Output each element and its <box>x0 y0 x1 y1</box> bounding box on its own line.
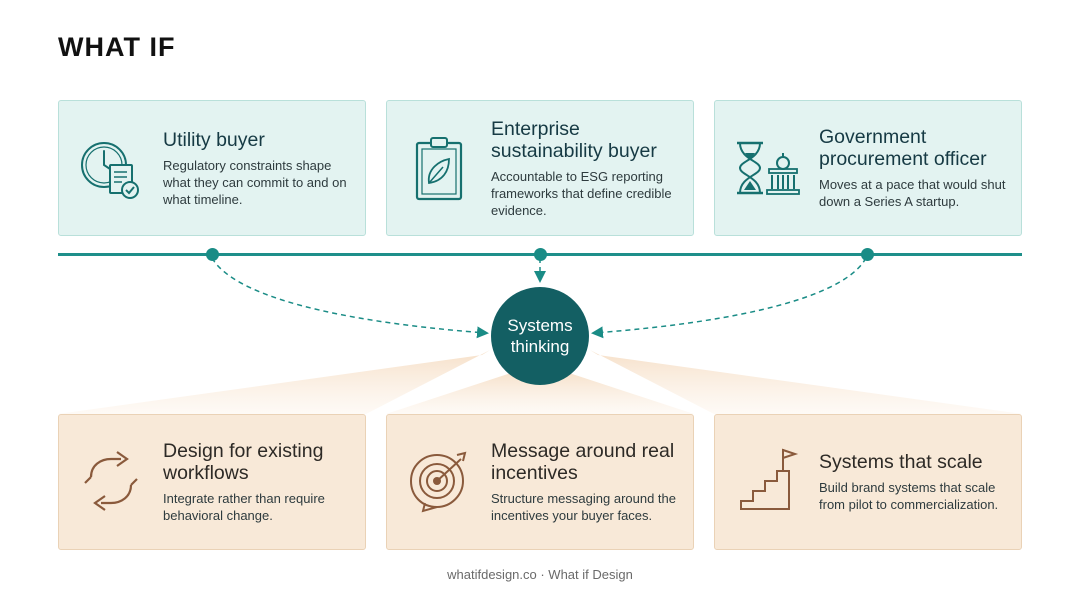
target-speech-icon <box>409 451 467 513</box>
card-title: Design for existing workflows <box>163 440 324 484</box>
systems-thinking-hub: Systems thinking <box>491 287 589 385</box>
card-utility-buyer: Utility buyer Regulatory constraints sha… <box>58 100 366 236</box>
rail-node <box>534 248 547 261</box>
stairs-flag-icon <box>740 448 799 510</box>
card-description: Regulatory constraints shape what they c… <box>163 157 347 207</box>
hub-label: Systems thinking <box>507 316 573 356</box>
fan-left <box>58 350 490 414</box>
rail-node <box>861 248 874 261</box>
logo: WHAT IF <box>58 32 176 62</box>
card-description: Structure messaging around the incentive… <box>491 491 676 523</box>
clipboard-leaf-icon <box>415 137 463 201</box>
fan-right <box>590 350 1022 414</box>
card-description: Build brand systems that scale from pilo… <box>819 480 999 512</box>
card-title: Message around real incentives <box>491 440 675 484</box>
rail-node <box>206 248 219 261</box>
card-systems-scale: Systems that scale Build brand systems t… <box>714 414 1022 550</box>
connector-left <box>211 257 489 339</box>
footer-credit: whatifdesign.co · What if Design <box>447 567 633 582</box>
fan-center <box>386 370 694 414</box>
card-description: Accountable to ESG reporting frameworks … <box>491 168 672 218</box>
clock-document-check-icon <box>81 142 139 199</box>
card-description: Integrate rather than require behavioral… <box>163 491 325 523</box>
cycle-arrows-icon <box>84 451 138 511</box>
card-description: Moves at a pace that would shut down a S… <box>819 177 1006 209</box>
card-title: Enterprise sustainability buyer <box>491 117 657 162</box>
card-title: Government procurement officer <box>819 126 987 170</box>
card-title: Systems that scale <box>819 451 983 473</box>
card-existing-workflows: Design for existing workflows Integrate … <box>58 414 366 550</box>
card-real-incentives: Message around real incentives Structure… <box>386 414 694 550</box>
hourglass-capitol-icon <box>737 141 800 195</box>
card-enterprise-buyer: Enterprise sustainability buyer Accounta… <box>386 100 694 236</box>
card-government-officer: Government procurement officer Moves at … <box>714 100 1022 236</box>
card-title: Utility buyer <box>163 128 265 151</box>
connector-right <box>591 257 867 339</box>
